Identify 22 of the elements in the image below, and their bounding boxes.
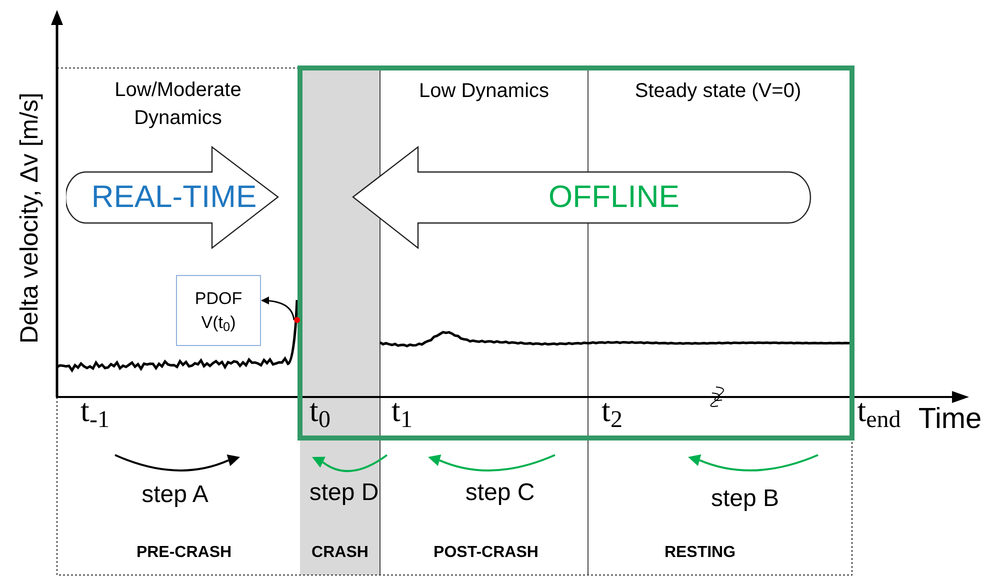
phase-heading: Low/Moderate Dynamics (114, 78, 242, 131)
phase-heading: Low Dynamics (418, 79, 550, 104)
step-label: step A (142, 480, 208, 510)
annotation-box: PDOF V(t$_{0}$) (176, 275, 261, 346)
leader-arrow (261, 296, 295, 320)
step-label: step D (309, 478, 379, 508)
phase-name: POST-CRASH (434, 543, 538, 563)
step-label: step C (465, 478, 535, 508)
phase-name: PRE-CRASH (136, 543, 232, 563)
axis-title: Time (918, 402, 982, 437)
time-mark: t$_{2}$ (602, 391, 622, 434)
phase-name: RESTING (664, 543, 736, 563)
time-mark: t$_{1}$ (392, 391, 412, 434)
mode-label: OFFLINE (548, 178, 680, 216)
mode-label: REAL-TIME (91, 178, 257, 216)
phase-heading: Steady state (V=0) (634, 79, 802, 104)
time-mark: t$_{0}$ (310, 391, 330, 434)
axis-title: Delta velocity, Δv [m/s] (14, 92, 44, 344)
time-mark: t$_{end}$ (857, 391, 901, 434)
time-mark: t$_{-1}$ (80, 391, 110, 434)
phase-name: CRASH (312, 543, 368, 563)
step-label: step B (710, 484, 780, 514)
